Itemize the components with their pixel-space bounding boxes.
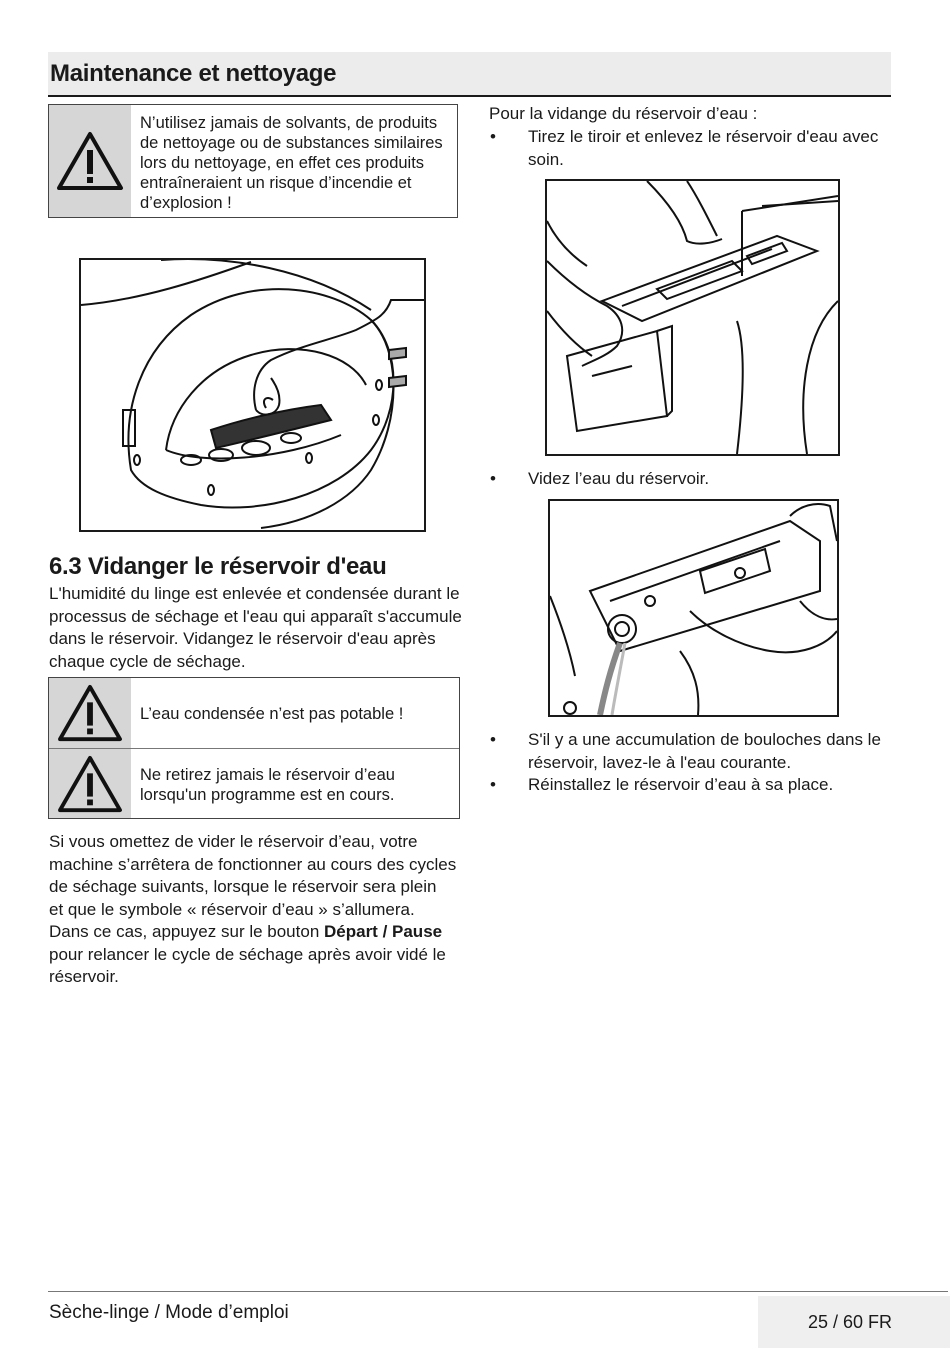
warning-line: entraîneraient un risque d’incendie et [140, 174, 412, 192]
text-line: dans le réservoir. Vidangez le réservoir… [49, 629, 436, 648]
warning-line: N’utilisez jamais de solvants, de produi… [140, 114, 438, 132]
warning-line: lors du nettoyage, en effet ces produits [140, 154, 425, 172]
drawer-illustration [547, 181, 838, 454]
emptying-paragraph: Si vous omettez de vider le réservoir d’… [49, 831, 456, 989]
warning-icon-cell [49, 678, 131, 748]
warning-text: Ne retirez jamais le réservoir d’eau lor… [140, 765, 453, 805]
intro-paragraph: L'humidité du linge est enlevée et conde… [49, 583, 462, 673]
warning-triangle-icon [58, 684, 122, 742]
text-line: réservoir. [49, 967, 119, 986]
text-line: Tirez le tiroir et enlevez le réservoir … [528, 127, 879, 146]
bullet-item: Videz l’eau du réservoir. [528, 469, 710, 488]
page-number: 25 / 60 FR [807, 1312, 892, 1332]
text-line: pour relancer le cycle de séchage après … [49, 944, 446, 964]
text-line: L'humidité du linge est enlevée et conde… [49, 584, 460, 603]
figure-pull-drawer [545, 179, 840, 456]
bullet-marker: • [490, 775, 496, 794]
figure-empty-tank [548, 499, 839, 717]
footer-divider [48, 1291, 948, 1292]
door-filter-illustration [81, 260, 424, 529]
warning-text: N’utilisez jamais de solvants, de produi… [140, 113, 451, 213]
warning-text: L’eau condensée n’est pas potable ! [140, 705, 404, 723]
warning-line: de nettoyage ou de substances similaires [140, 134, 443, 152]
button-name-emphasis: Départ / Pause [324, 922, 443, 941]
text-line: de séchage suivants, lorsque le réservoi… [49, 877, 437, 896]
warning-row: Ne retirez jamais le réservoir d’eau lor… [49, 749, 459, 818]
text-line: réservoir, lavez-le à l'eau courante. [528, 752, 792, 772]
text-line: Si vous omettez de vider le réservoir d’… [49, 832, 418, 851]
page-title: Maintenance et nettoyage [50, 60, 337, 87]
text-line: S'il y a une accumulation de bouloches d… [528, 730, 881, 749]
warning-icon-cell [49, 749, 131, 818]
text-line: processus de séchage et l'eau qui appara… [49, 606, 462, 626]
footer-page-box: 25 / 60 FR [758, 1296, 950, 1348]
text-span: Dans ce cas, appuyez sur le bouton [49, 922, 324, 941]
warning-box-water: L’eau condensée n’est pas potable ! Ne r… [48, 677, 460, 819]
bullet-marker: • [490, 127, 496, 146]
text-line: Dans ce cas, appuyez sur le bouton Dépar… [49, 921, 456, 944]
section-heading: 6.3 Vidanger le réservoir d'eau [49, 553, 387, 580]
warning-row: L’eau condensée n’est pas potable ! [49, 678, 459, 749]
warning-line: d’explosion ! [140, 194, 232, 212]
bullet-item: Tirez le tiroir et enlevez le réservoir … [528, 126, 878, 171]
warning-triangle-icon [57, 132, 123, 190]
footer-document-title: Sèche-linge / Mode d’emploi [49, 1302, 289, 1323]
bullet-item: Réinstallez le réservoir d’eau à sa plac… [528, 775, 834, 794]
text-line: soin. [528, 149, 564, 169]
warning-line: Ne retirez jamais le réservoir d’eau [140, 766, 395, 784]
bullet-marker: • [490, 469, 496, 488]
warning-box-solvents: N’utilisez jamais de solvants, de produi… [48, 104, 458, 218]
right-intro: Pour la vidange du réservoir d’eau : [489, 104, 758, 123]
figure-door-filter [79, 258, 426, 532]
warning-triangle-icon [58, 755, 122, 812]
warning-icon-cell [49, 105, 131, 217]
text-line: chaque cycle de séchage. [49, 651, 246, 671]
warning-line: lorsqu'un programme est en cours. [140, 786, 395, 804]
section-header: Maintenance et nettoyage [48, 52, 891, 97]
bullet-item: S'il y a une accumulation de bouloches d… [528, 729, 881, 774]
bullet-marker: • [490, 730, 496, 749]
text-line: machine s’arrêtera de fonctionner au cou… [49, 854, 457, 874]
text-line: et que le symbole « réservoir d’eau » s’… [49, 899, 415, 919]
empty-tank-illustration [550, 503, 837, 715]
